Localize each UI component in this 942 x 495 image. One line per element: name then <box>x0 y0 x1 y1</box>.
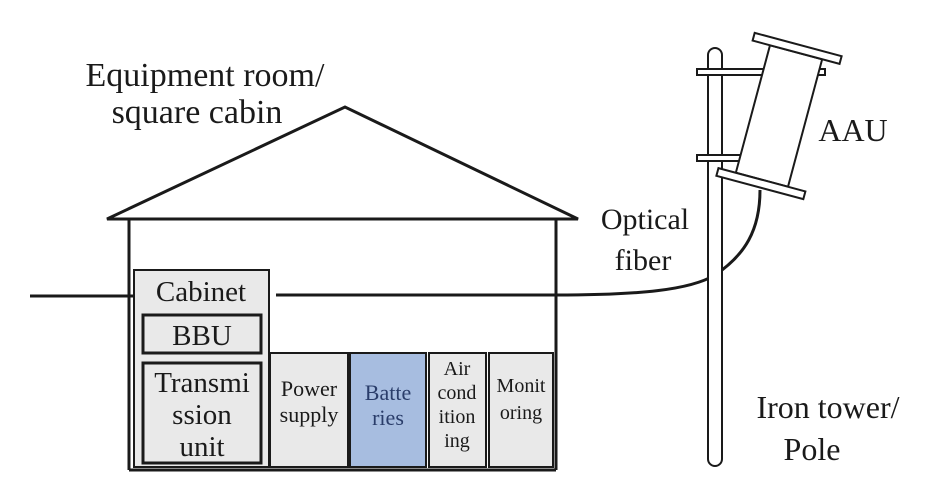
equipment-room-label-line1: Equipment room/ <box>86 57 325 94</box>
air-conditioning-label-line4: ing <box>444 430 470 452</box>
iron-tower-label-line1: Iron tower/ <box>756 389 899 425</box>
bbu-box <box>141 313 263 355</box>
air-conditioning-box <box>428 352 487 468</box>
batteries-box <box>349 352 427 468</box>
batteries-label-line2: ries <box>372 405 404 430</box>
power-supply-label-line1: Power <box>281 376 338 401</box>
transmission-unit-label-line1: Transmi <box>154 367 250 399</box>
transmission-unit-label-line3: unit <box>179 431 224 463</box>
air-conditioning-label-line1: Air <box>444 358 471 380</box>
iron-tower-label-line2: Pole <box>784 431 841 467</box>
iron-tower-pole <box>707 47 723 467</box>
optical-fiber-label-line1: Optical <box>601 203 689 236</box>
power-supply-box <box>269 352 349 468</box>
air-conditioning-label-line2: cond <box>438 382 477 404</box>
monitoring-label-line1: Monit <box>497 375 546 397</box>
power-supply-label-line2: supply <box>280 402 339 427</box>
bbu-label: BBU <box>172 320 232 352</box>
equipment-room-label-line2: square cabin <box>112 94 283 131</box>
monitoring-label-line2: oring <box>500 402 542 424</box>
monitoring-box <box>488 352 554 468</box>
air-conditioning-label-line3: ition <box>439 406 476 428</box>
transmission-unit-box <box>141 361 263 465</box>
cabinet-label: Cabinet <box>156 276 246 308</box>
aau-antenna <box>715 31 843 201</box>
optical-fiber-label-line2: fiber <box>615 244 672 277</box>
transmission-unit-label-line2: ssion <box>172 399 232 431</box>
batteries-label-line1: Batte <box>365 380 411 405</box>
aau-label: AAU <box>818 112 887 148</box>
roof <box>106 105 579 221</box>
